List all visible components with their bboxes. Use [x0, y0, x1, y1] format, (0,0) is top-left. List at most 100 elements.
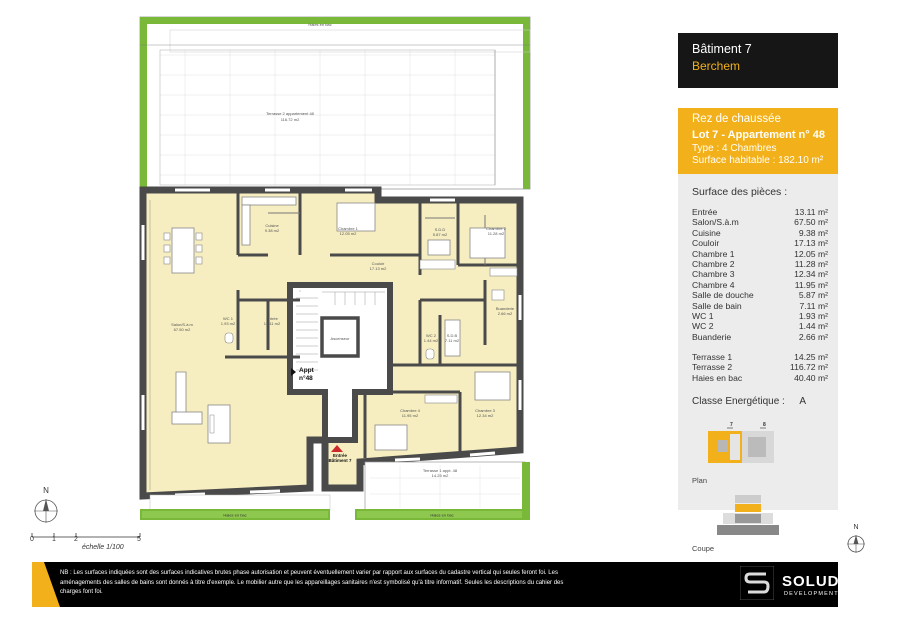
terrace-1	[364, 461, 526, 511]
room-wc2-area: 1.44 m2	[424, 338, 439, 343]
city-name: Berchem	[692, 59, 741, 73]
room-chambre-3-area: 12.34 m2	[477, 413, 494, 418]
terrace2-area: 116.72 m2	[281, 117, 300, 122]
north-arrow-left: N	[34, 486, 58, 523]
hedge-top	[140, 17, 530, 24]
room-chambre-2-area: 11.28 m2	[488, 231, 505, 236]
room-chambre-4: Chambre 4	[400, 408, 421, 413]
room-chambre-2: Chambre 2	[486, 226, 507, 231]
room-couloir: Couloir	[372, 261, 385, 266]
footer-accent	[32, 562, 60, 607]
room-salon-area: 67.50 m2	[174, 327, 191, 332]
room-entree-area: 13.11 m2	[264, 321, 281, 326]
sofa	[175, 371, 187, 419]
surfaces-title: Surface des pièces :	[692, 186, 788, 198]
room-wc1: WC 1	[223, 316, 234, 321]
stair-treads	[296, 290, 385, 371]
section-key	[717, 495, 779, 535]
lot-title: Lot 7 - Appartement n° 48	[692, 129, 825, 141]
soludec-logo-icon	[740, 566, 774, 600]
room-couloir-area: 17.13 m2	[370, 266, 387, 271]
terrace2-label: Terrasse 2 appartement 48	[266, 111, 315, 116]
north-arrow-right: N	[847, 524, 865, 553]
building-header: Bâtiment 7 Berchem	[678, 33, 838, 88]
haies-top-label: Haies en bac	[308, 22, 331, 27]
plan-label: Plan	[692, 476, 708, 485]
north-label: N	[43, 486, 49, 495]
brand-sub: DEVELOPMENT	[784, 591, 839, 597]
footer-bar	[32, 562, 838, 607]
scale-tick-5: 5	[137, 536, 141, 543]
room-sdb: S.D.B	[447, 333, 458, 338]
appt-label-1: Appt	[299, 367, 315, 374]
terrace1-label: Terrasse 1 appt. 48	[423, 468, 458, 473]
bed-chambre-4	[374, 424, 408, 451]
shower	[427, 239, 451, 256]
hedge-right	[523, 17, 530, 189]
key-plan: 7 8	[708, 422, 774, 463]
scale-tick-1: 1	[52, 536, 56, 543]
lift-label: Ascenseur	[331, 336, 351, 341]
room-salon: Salon/S.à.m	[171, 322, 193, 327]
room-buanderie: Buanderie	[496, 306, 515, 311]
floor-name: Rez de chaussée	[692, 113, 781, 125]
room-wc2: WC 2	[426, 333, 437, 338]
room-chambre-3: Chambre 3	[475, 408, 496, 413]
key-plan-building-b: 8	[763, 422, 766, 428]
terrace1-area: 14.25 m2	[432, 473, 449, 478]
hedge-left	[140, 17, 147, 189]
key-plan-building-a: 7	[730, 422, 733, 428]
lift	[320, 316, 360, 358]
entrance-marker	[331, 445, 343, 452]
room-chambre-4-area: 11.95 m2	[402, 413, 419, 418]
terrace-2	[139, 16, 531, 190]
haies-bottom-label-1: Haies en bac	[223, 513, 246, 518]
terrace-2-tiles	[160, 50, 495, 185]
entree-label-2: Bâtiment 7	[328, 458, 352, 463]
lot-header: Rez de chaussée Lot 7 - Appartement n° 4…	[678, 108, 838, 174]
floor-plan: Haies en bac Terrasse 2 appartement 48 1…	[139, 16, 531, 520]
room-buanderie-area: 2.66 m2	[498, 311, 513, 316]
energy-class-label: Classe Energétique :	[692, 396, 785, 407]
energy-class: Classe Energétique : A	[692, 396, 838, 407]
room-cuisine: Cuisine	[265, 223, 279, 228]
footer-note: NB : Les surfaces indiquées sont des sur…	[60, 570, 564, 596]
bed-chambre-3	[474, 371, 511, 401]
room-chambre-1-area: 12.05 m2	[340, 231, 357, 236]
kitchen-counter	[241, 196, 297, 206]
room-sdd-area: 5.87 m2	[433, 232, 448, 237]
energy-class-value: A	[799, 396, 806, 407]
scale-bar	[31, 533, 141, 538]
room-cuisine-area: 9.38 m2	[265, 228, 280, 233]
lot-surface: Surface habitable : 182.10 m²	[692, 155, 824, 166]
dining-table	[171, 227, 195, 274]
room-sdd: S.D.D	[435, 227, 446, 232]
scale-tick-2: 2	[74, 536, 78, 543]
scale-label: échelle 1/100	[82, 544, 124, 551]
bathtub	[444, 319, 461, 357]
room-chambre-1: Chambre 1	[338, 226, 359, 231]
entree-label-1: Entrée	[333, 453, 348, 458]
haies-bottom-label-2: Haies en bac	[430, 513, 453, 518]
lot-type: Type : 4 Chambres	[692, 143, 777, 154]
coupe-label: Coupe	[692, 544, 715, 553]
bed-chambre-1	[336, 202, 376, 232]
